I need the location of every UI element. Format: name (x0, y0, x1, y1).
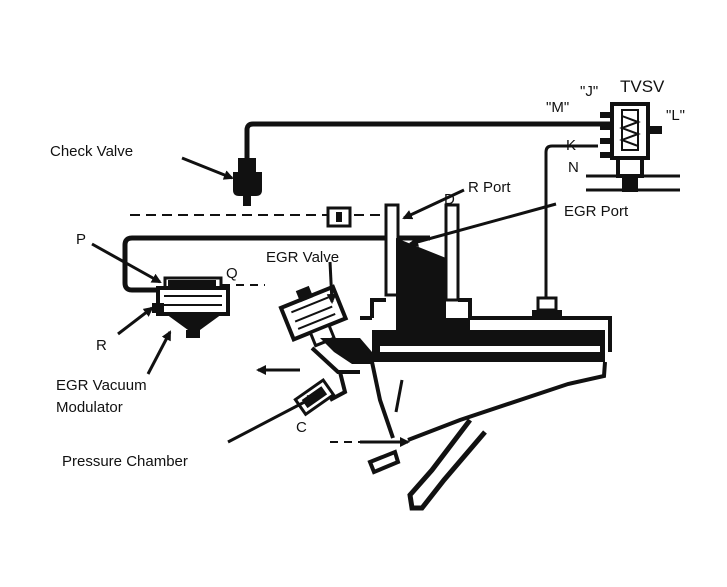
label-q: Q (226, 265, 238, 282)
label-check-valve: Check Valve (50, 143, 133, 160)
label-egr-valve: EGR Valve (266, 249, 339, 266)
lower-housing (367, 361, 607, 511)
label-d: D (444, 191, 455, 208)
label-p: P (76, 231, 86, 248)
label-egr-vacuum-modulator-line2: Modulator (56, 399, 123, 416)
label-n: N (568, 159, 579, 176)
label-l: "L" (666, 107, 685, 124)
label-pressure-chamber: Pressure Chamber (62, 453, 188, 470)
label-r: R (96, 337, 107, 354)
label-egr-vacuum-modulator-line1: EGR Vacuum (56, 377, 147, 394)
label-c: C (296, 419, 307, 436)
arrow-egr-port (408, 202, 557, 247)
arrow-pressure-chamber (227, 394, 318, 444)
arrow-modulator (146, 330, 172, 375)
check-valve (233, 158, 262, 206)
label-k: K (566, 137, 576, 154)
arrow-r-port (402, 188, 465, 220)
throttle-body (360, 203, 612, 362)
label-m: "M" (546, 99, 569, 116)
arrow-p (91, 242, 162, 284)
arrow-check-valve (181, 156, 234, 180)
labels: TVSV "M" "J" "L" K N Check Valve R Port … (50, 77, 685, 470)
r-line-connector (326, 206, 352, 228)
label-j: "J" (580, 83, 598, 100)
egr-valve (278, 284, 372, 417)
hose-tvsv-k (544, 144, 598, 298)
hose-check-valve-to-tvsv (244, 121, 612, 160)
tvsv-valve (586, 102, 680, 192)
label-egr-port: EGR Port (564, 203, 629, 220)
arrow-r (117, 306, 154, 336)
leader-arrows (91, 156, 557, 447)
egr-vacuum-modulator (152, 276, 230, 338)
arrow-egr-valve (326, 261, 337, 304)
label-tvsv: TVSV (620, 77, 665, 96)
label-r-port: R Port (468, 179, 511, 196)
